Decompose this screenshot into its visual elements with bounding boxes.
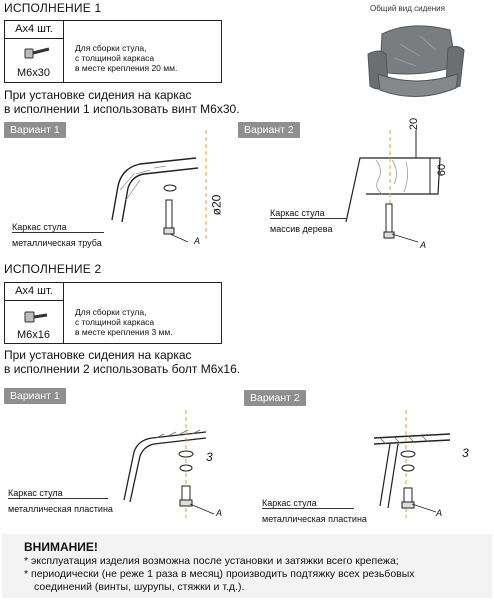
- section2-variant1-drawing: [123, 410, 215, 518]
- section1-qty: Ax4 шт.: [5, 21, 64, 39]
- section1-variant2-point: А: [420, 240, 427, 250]
- warning-title: ВНИМАНИЕ!: [24, 540, 98, 554]
- section1-variant2-dim-side: 60: [436, 163, 449, 177]
- warning-line3: соединений (винты, шурупы, стяжки и т.д.…: [34, 581, 245, 593]
- section2-variant2-material-label: металлическая пластина: [262, 514, 367, 524]
- section1-variant2-drawing: [345, 130, 441, 243]
- warning-line1: * эксплуатация изделия возможна после ус…: [24, 555, 399, 567]
- section1-variant1-material-label: металлическая труба: [12, 238, 102, 248]
- section2-variant2-drawing: [373, 410, 451, 518]
- section1-spec-table: Ax4 шт. M6x30 Для сборки стула, с толщин…: [4, 20, 222, 83]
- section2-variant1-material-label: металлическая пластина: [8, 504, 113, 514]
- section2-title: ИСПОЛНЕНИЕ 2: [4, 262, 102, 276]
- section1-variant1-drawing: [111, 130, 207, 243]
- section1-variant2-tag: Вариант 2: [238, 122, 300, 138]
- section1-variant2-dim-top: 20: [408, 117, 421, 131]
- section2-part: M6x16: [17, 329, 51, 341]
- section1-variant2-material-label: массив дерева: [270, 224, 333, 234]
- warning-box: ВНИМАНИЕ! * эксплуатация изделия возможн…: [2, 534, 492, 598]
- section2-instruction: При установке сидения на каркас в исполн…: [4, 348, 241, 376]
- section2-variant1-tag: Вариант 1: [4, 388, 66, 404]
- screw-icon: [24, 47, 50, 59]
- section2-variant1-frame-label: Каркас стула: [8, 488, 108, 499]
- section2-spec-table: Ax4 шт. M6x16 Для сборки стула, с толщин…: [4, 282, 222, 344]
- section2-variant2-frame-label: Каркас стула: [262, 498, 354, 509]
- warning-line2: * периодически (не реже 1 раза в месяц) …: [24, 568, 415, 580]
- section1-title: ИСПОЛНЕНИЕ 1: [4, 1, 102, 15]
- section1-variant1-frame-label: Каркас стула: [12, 222, 104, 233]
- section2-variant1-point: А: [216, 508, 223, 518]
- section1-variant2-frame-label: Каркас стула: [270, 208, 346, 219]
- section1-note: Для сборки стула, с толщиной каркаса в м…: [75, 43, 178, 73]
- section1-variant1-point: А: [194, 236, 201, 246]
- chair-illustration: [367, 25, 465, 98]
- section1-variant1-dim: ø20: [209, 194, 224, 216]
- bolt-icon: [24, 311, 48, 323]
- section2-qty: Ax4 шт.: [5, 283, 64, 301]
- section2-variant2-tag: Вариант 2: [244, 390, 306, 406]
- section2-variant2-point: А: [436, 508, 443, 518]
- section1-part: M6x30: [17, 67, 51, 79]
- section2-variant1-dim: 3: [206, 450, 213, 464]
- overview-caption: Общий вид сидения: [370, 4, 445, 13]
- section1-variant1-tag: Вариант 1: [4, 122, 66, 138]
- section1-instruction: При установке сидения на каркас в исполн…: [4, 88, 240, 116]
- section2-variant2-dim: 3: [462, 446, 469, 460]
- section2-note: Для сборки стула, с толщиной каркаса в м…: [75, 307, 173, 337]
